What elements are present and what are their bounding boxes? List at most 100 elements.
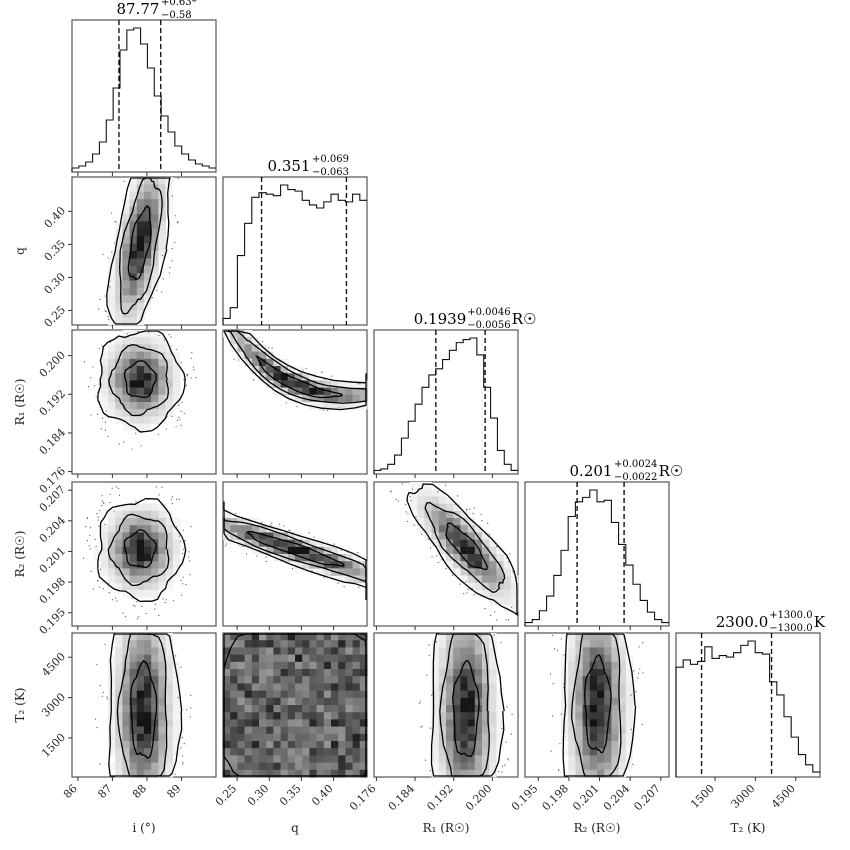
svg-text:+0.0024: +0.0024 [614, 459, 657, 470]
x-tick-label: 0.40 [309, 782, 336, 809]
x-tick-label: 0.192 [424, 782, 455, 813]
density-cells [93, 503, 181, 598]
y-tick-label: 1500 [39, 731, 68, 760]
hist-panel-T2 [675, 632, 821, 781]
x-tick-label: 0.184 [386, 782, 417, 813]
y-axis-label-R2: R₂ (R☉) [13, 531, 27, 578]
panels-group [68, 19, 821, 781]
contours [430, 633, 505, 777]
density-cells [431, 633, 504, 778]
svg-text:−0.0022: −0.0022 [614, 472, 657, 483]
svg-text:−0.063: −0.063 [312, 167, 349, 178]
panel-i-T2 [68, 632, 217, 781]
x-tick-label: 88 [130, 782, 149, 801]
x-tick-label: 86 [61, 782, 80, 801]
contours [223, 633, 367, 777]
contours [562, 633, 637, 777]
scatter-points [98, 177, 179, 320]
hist-panel-R1 [373, 329, 519, 478]
panel-i-q [68, 176, 217, 329]
y-tick-label: 0.35 [42, 237, 69, 264]
svg-text:−0.0056: −0.0056 [467, 320, 510, 331]
y-tick-label: 0.200 [37, 349, 68, 380]
title-T2: 2300.0 [716, 613, 769, 631]
y-tick-label: 0.204 [37, 514, 68, 545]
title-q: 0.351 [268, 157, 311, 175]
scatter-points [83, 330, 197, 450]
title-R1: 0.1939 [414, 310, 467, 328]
y-tick-label: 3000 [39, 691, 68, 720]
x-axis-label-q: q [291, 821, 299, 835]
x-axis-label-R2: R₂ (R☉) [574, 821, 621, 835]
x-tick-label: 0.201 [570, 782, 601, 813]
title-i: 87.77 [117, 0, 160, 18]
density-cells [223, 510, 368, 584]
contours [108, 633, 183, 777]
contours [223, 501, 367, 600]
contours [406, 483, 518, 617]
contours [222, 330, 367, 411]
x-tick-label: 3000 [729, 782, 758, 811]
y-tick-label: 0.195 [37, 606, 68, 637]
scatter-points [390, 483, 518, 621]
panel-R1-T2 [373, 632, 519, 781]
y-tick-label: 0.40 [42, 204, 69, 231]
density-cells [223, 633, 368, 778]
svg-text:+0.069: +0.069 [312, 154, 349, 165]
panel-R1-R2 [373, 481, 519, 630]
contours [97, 330, 187, 433]
svg-text:−1300.0: −1300.0 [769, 623, 812, 634]
y-tick-label: 0.30 [42, 270, 69, 297]
scatter-points [224, 512, 365, 588]
svg-text:K: K [814, 613, 826, 631]
x-axis-label-T2: T₂ (K) [731, 821, 766, 835]
svg-text:R☉: R☉ [659, 462, 684, 480]
svg-text:+1300.0: +1300.0 [769, 610, 812, 621]
y-axis-label-q: q [13, 247, 27, 255]
panel-q-T2 [222, 632, 368, 781]
y-tick-label: 4500 [39, 650, 68, 679]
x-tick-label: 0.207 [631, 782, 662, 813]
svg-text:+0.63*: +0.63* [161, 0, 197, 8]
hist-panel-i [71, 19, 217, 176]
title-err-q: +0.069 −0.063 [312, 154, 349, 178]
x-tick-label: 0.30 [245, 782, 272, 809]
x-tick-label: 0.204 [601, 782, 632, 813]
svg-text:R☉: R☉ [512, 310, 537, 328]
scatter-points [82, 486, 192, 620]
density-cells [108, 633, 181, 778]
x-tick-label: 0.195 [509, 782, 540, 813]
x-tick-label: 4500 [769, 782, 798, 811]
scatter-points [223, 331, 361, 412]
x-tick-label: 1500 [688, 782, 717, 811]
x-tick-label: 0.198 [540, 782, 571, 813]
hist-panel-R2 [524, 481, 670, 630]
x-tick-label: 0.200 [463, 782, 494, 813]
svg-text:−0.58: −0.58 [161, 10, 192, 21]
hist-panel-q [222, 176, 368, 329]
y-tick-label: 0.192 [37, 387, 68, 418]
x-tick-label: 87 [95, 782, 114, 801]
y-axis-label-T2: T₂ (K) [13, 688, 27, 723]
title-err-i: +0.63* −0.58 [161, 0, 197, 21]
density-cells [100, 330, 181, 432]
panel-q-R2 [222, 481, 368, 630]
y-tick-label: 0.25 [42, 303, 69, 330]
x-tick-label: 0.25 [213, 782, 240, 809]
scatter-points [94, 643, 192, 776]
title-R2: 0.201 [570, 462, 613, 480]
panel-i-R1 [68, 329, 217, 478]
panel-i-R2 [68, 481, 217, 630]
scatter-points [418, 634, 513, 773]
labels-group: 87.77+0.63*−0.580.351+0.069−0.0630.1939+… [13, 0, 826, 835]
scatter-points [549, 634, 644, 771]
panel-R2-T2 [524, 632, 670, 781]
y-tick-label: 0.201 [37, 544, 68, 575]
y-tick-label: 0.184 [37, 426, 68, 457]
x-axis-label-R1: R₁ (R☉) [423, 821, 470, 835]
x-tick-label: 89 [164, 782, 183, 801]
